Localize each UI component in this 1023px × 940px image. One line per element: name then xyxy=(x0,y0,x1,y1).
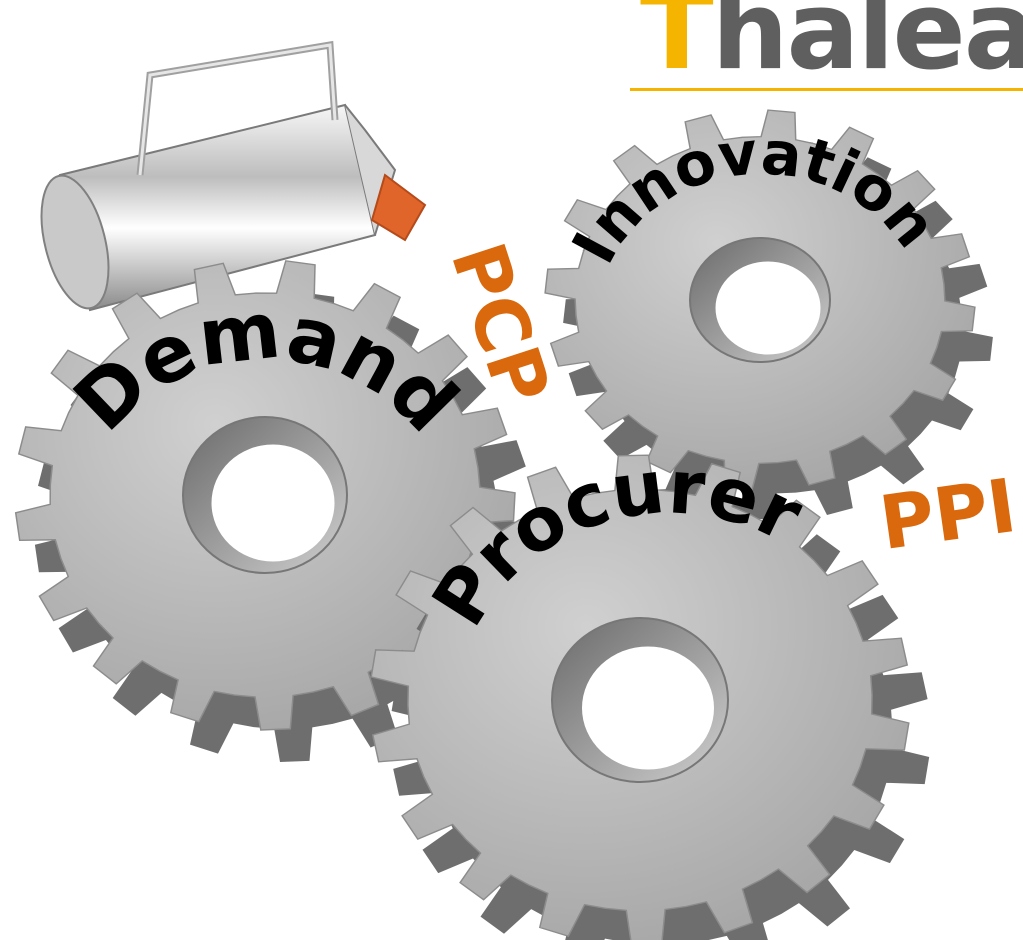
gear-innovation-hole-inner xyxy=(715,261,821,355)
gear-demand-hole-inner xyxy=(211,444,335,562)
logo-rest: halea xyxy=(711,0,1023,94)
ppi-label: PPI xyxy=(874,462,1022,568)
thalea-logo: Thalea xyxy=(640,0,1023,86)
gear-procurer-hole-inner xyxy=(582,646,714,770)
logo-underline xyxy=(630,88,1023,91)
gear-innovation xyxy=(544,109,993,520)
logo-first-letter: T xyxy=(640,0,714,94)
gear-procurer xyxy=(370,454,930,940)
oil-can-icon xyxy=(40,40,427,312)
gear-demand xyxy=(14,260,535,762)
